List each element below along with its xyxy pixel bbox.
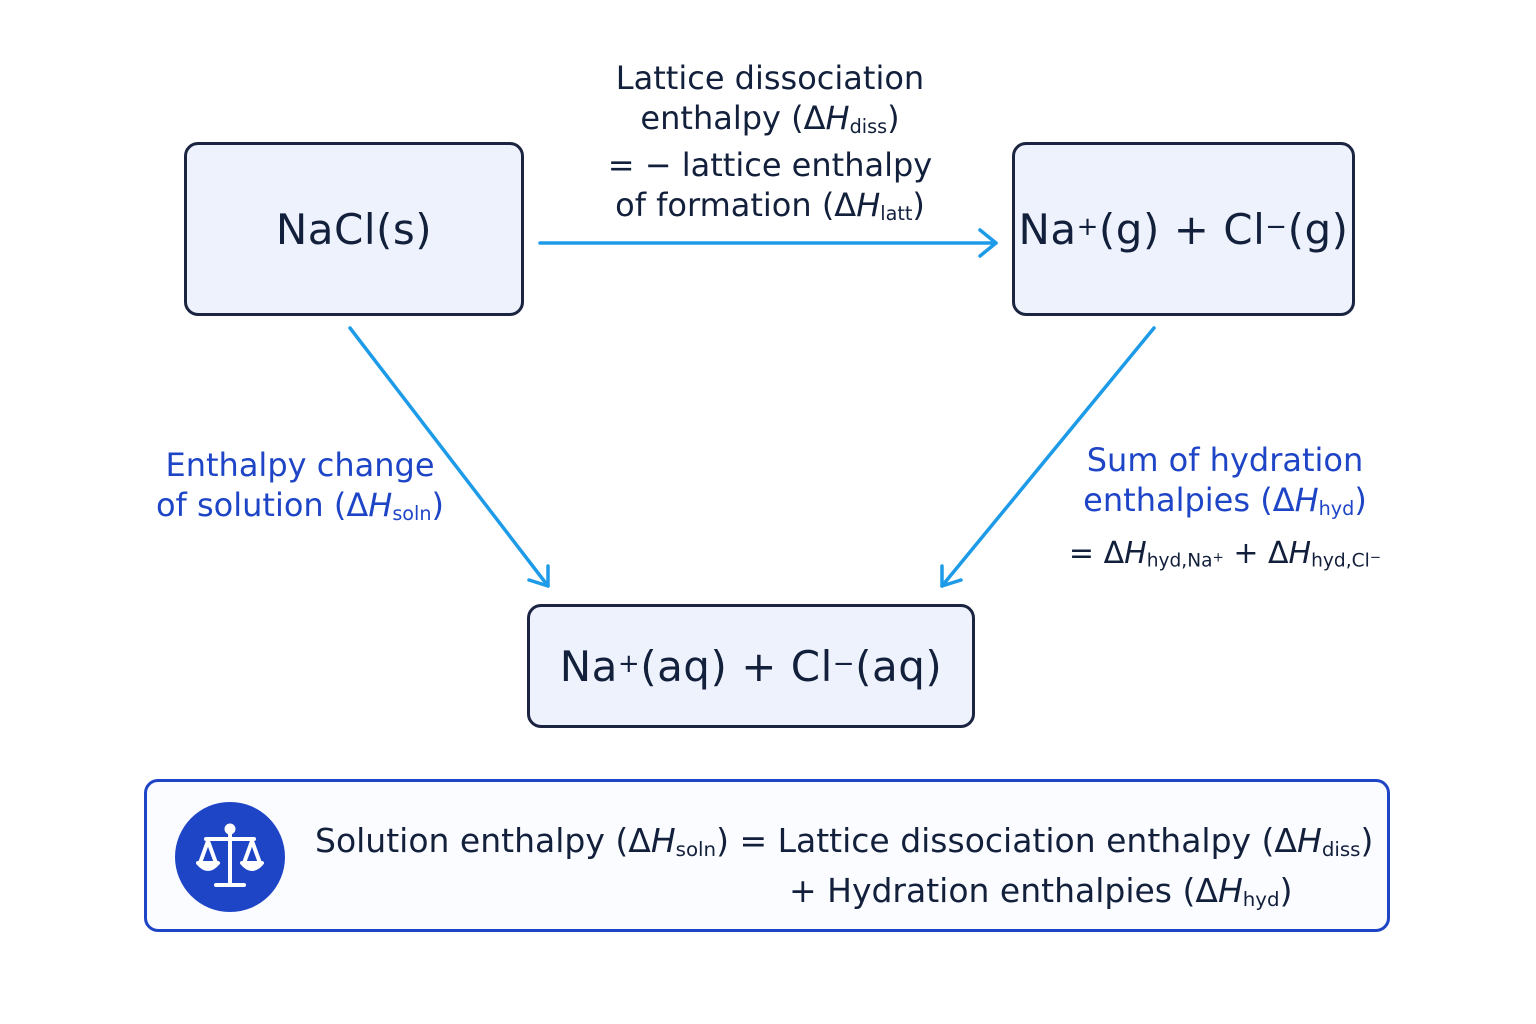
aq-na-charge: + [617,649,641,679]
hydration-label: Sum of hydration enthalpies (ΔHhyd) [1060,440,1390,521]
aq-cl: Cl [790,641,833,691]
diss-eq-line2: of formation (ΔHlatt) [615,185,925,225]
aq-na: Na [559,641,618,691]
gas-na-state: (g) [1098,204,1160,254]
summary-panel: Solution enthalpy (ΔHsoln) = Lattice dis… [144,779,1390,932]
aq-cl-charge: − [832,649,856,679]
arrow-solution [348,326,550,588]
hyd-line1: Sum of hydration [1086,441,1364,479]
summary-equation: Solution enthalpy (ΔHsoln) = Lattice dis… [315,816,1375,915]
summary-line2: + Hydration enthalpies (ΔHhyd) [789,870,1293,911]
soln-line1: Enthalpy change [165,446,435,484]
diss-line2: enthalpy (ΔHdiss) [640,99,900,138]
aq-na-state: (aq) [640,641,728,691]
nacl-solid-box: NaCl(s) [184,142,524,316]
solution-label: Enthalpy change of solution (ΔHsoln) [140,445,460,526]
nacl-state: (s) [376,204,433,254]
soln-line2: of solution (ΔHsoln) [155,486,445,525]
gas-na-charge: + [1076,212,1099,242]
arrow-dissociation [538,228,998,258]
gas-cl: Cl [1223,204,1266,254]
hydration-equation: = ΔHhyd,Na+ + ΔHhyd,Cl− [1068,536,1382,572]
diss-eq-line1: = − lattice enthalpy [607,145,933,184]
gaseous-ions-box: Na+(g) + Cl−(g) [1012,142,1355,316]
gas-plus: + [1173,204,1210,254]
summary-line1: Solution enthalpy (ΔHsoln) = Lattice dis… [315,821,1374,861]
gas-na: Na [1018,204,1077,254]
hyd-line2: enthalpies (ΔHhyd) [1083,481,1367,520]
balance-scale-icon [175,802,285,912]
dissociation-label: Lattice dissociation enthalpy (ΔHdiss) =… [600,58,940,226]
diss-line1: Lattice dissociation [615,59,925,97]
gas-cl-charge: − [1265,212,1288,242]
arrow-hydration [940,326,1156,588]
aqueous-ions-box: Na+(aq) + Cl−(aq) [527,604,975,728]
aq-cl-state: (aq) [855,641,943,691]
aq-plus: + [741,641,777,691]
gas-cl-state: (g) [1287,204,1349,254]
nacl-formula: NaCl [275,204,376,254]
